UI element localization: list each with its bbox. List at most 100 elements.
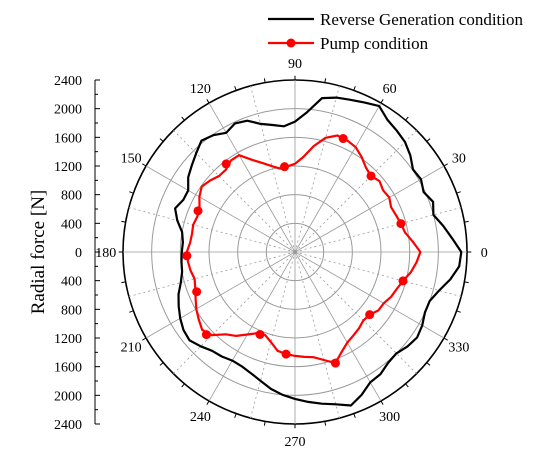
angle-tick-mark <box>159 138 164 142</box>
angle-tick-mark <box>206 400 210 405</box>
series-line-pump <box>185 134 422 365</box>
angle-tick-mark <box>234 413 237 418</box>
radial-tick-label: 2400 <box>54 418 82 433</box>
radial-axis: 2400 2000 1600 1200 800 400 0 400 800 1200 1600 200… <box>54 74 100 433</box>
data-point <box>280 162 290 172</box>
angle-tick-mark <box>380 99 384 104</box>
angle-tick-mark <box>324 421 327 426</box>
radial-tick-label: 2400 <box>54 74 82 89</box>
angle-tick-mark <box>464 220 469 223</box>
data-point <box>338 134 348 144</box>
angle-tick-mark <box>464 281 469 284</box>
grid-spoke <box>294 251 417 374</box>
grid-spoke <box>294 251 382 402</box>
grid-spoke <box>294 207 462 253</box>
angle-tick-label: 30 <box>452 151 466 166</box>
grid-spoke <box>128 207 296 253</box>
radial-tick-label: 2000 <box>54 389 82 404</box>
grid-spoke <box>145 251 296 339</box>
angle-tick-mark <box>263 421 266 426</box>
radial-tick-label: 0 <box>75 246 82 261</box>
grid-spoke <box>173 130 296 253</box>
data-point <box>366 171 376 181</box>
angle-tick-label: 210 <box>121 341 142 356</box>
angle-tick-mark <box>426 362 431 366</box>
radial-tick-label: 800 <box>61 189 82 204</box>
legend-label: Pump condition <box>320 34 429 53</box>
grid-spoke <box>173 251 296 374</box>
angle-tick-mark <box>443 163 448 167</box>
angle-tick-label: 60 <box>383 82 397 97</box>
data-point <box>193 206 203 216</box>
angle-tick-mark <box>142 337 147 341</box>
radial-tick-label: 1200 <box>54 160 82 175</box>
angle-tick-mark <box>206 99 210 104</box>
angle-tick-label: 330 <box>448 341 469 356</box>
angle-tick-label: 120 <box>190 82 211 97</box>
series-line-reverse-generation <box>174 96 463 407</box>
grid-spoke <box>294 251 462 297</box>
grid-spoke <box>145 165 296 253</box>
radial-tick-label: 1600 <box>54 361 82 376</box>
angle-tick-mark <box>426 138 431 142</box>
data-point <box>201 330 211 340</box>
data-point <box>192 287 202 297</box>
legend-label: Reverse Generation condition <box>320 10 523 29</box>
angle-tick-mark <box>129 191 134 194</box>
angle-tick-mark <box>405 383 409 388</box>
angle-tick-mark <box>353 413 356 418</box>
data-point <box>255 329 265 339</box>
grid-spoke <box>294 130 417 253</box>
grid-spoke <box>294 102 382 253</box>
grid-spoke <box>208 102 296 253</box>
data-point <box>396 219 406 229</box>
radial-tick-label: 800 <box>61 303 82 318</box>
radial-tick-label: 1600 <box>54 131 82 146</box>
angle-tick-mark <box>234 86 237 91</box>
radial-tick-label: 2000 <box>54 103 82 118</box>
grid-spoke <box>128 251 296 297</box>
data-point <box>281 349 291 359</box>
grid-spoke <box>294 165 445 253</box>
angle-tick-mark <box>443 337 448 341</box>
radial-tick-label: 400 <box>61 275 82 290</box>
angle-tick-label: 150 <box>121 151 142 166</box>
angle-tick-mark <box>263 78 266 83</box>
data-point <box>182 251 192 261</box>
angle-tick-mark <box>129 310 134 313</box>
radial-tick-label: 400 <box>61 217 82 232</box>
angle-tick-label: 90 <box>288 57 302 72</box>
angle-tick-mark <box>405 116 409 121</box>
angle-tick-mark <box>142 163 147 167</box>
radial-tick-label: 1200 <box>54 332 82 347</box>
data-point <box>221 159 231 169</box>
grid-spoke <box>250 85 296 253</box>
angle-tick-mark <box>380 400 384 405</box>
angle-tick-mark <box>456 191 461 194</box>
data-point <box>398 276 408 286</box>
grid-spoke <box>294 251 340 419</box>
grid-spoke <box>294 85 340 253</box>
angle-tick-label: 300 <box>379 410 400 425</box>
angle-tick-label: 180 <box>95 246 116 261</box>
angle-tick-mark <box>121 220 126 223</box>
series-layer <box>174 96 463 407</box>
angle-tick-mark <box>159 362 164 366</box>
angle-tick-mark <box>181 116 185 121</box>
angle-tick-mark <box>181 383 185 388</box>
angle-tick-label: 240 <box>190 410 211 425</box>
angle-tick-mark <box>324 78 327 83</box>
angle-tick-mark <box>121 281 126 284</box>
legend-marker <box>286 38 296 48</box>
grid-spoke <box>250 251 296 419</box>
data-point <box>365 310 375 320</box>
data-point <box>330 358 340 368</box>
angle-tick-mark <box>456 310 461 313</box>
grid-spoke <box>294 251 445 339</box>
grid-spoke <box>208 251 296 402</box>
angle-tick-label: 270 <box>285 435 306 450</box>
angle-tick-mark <box>353 86 356 91</box>
